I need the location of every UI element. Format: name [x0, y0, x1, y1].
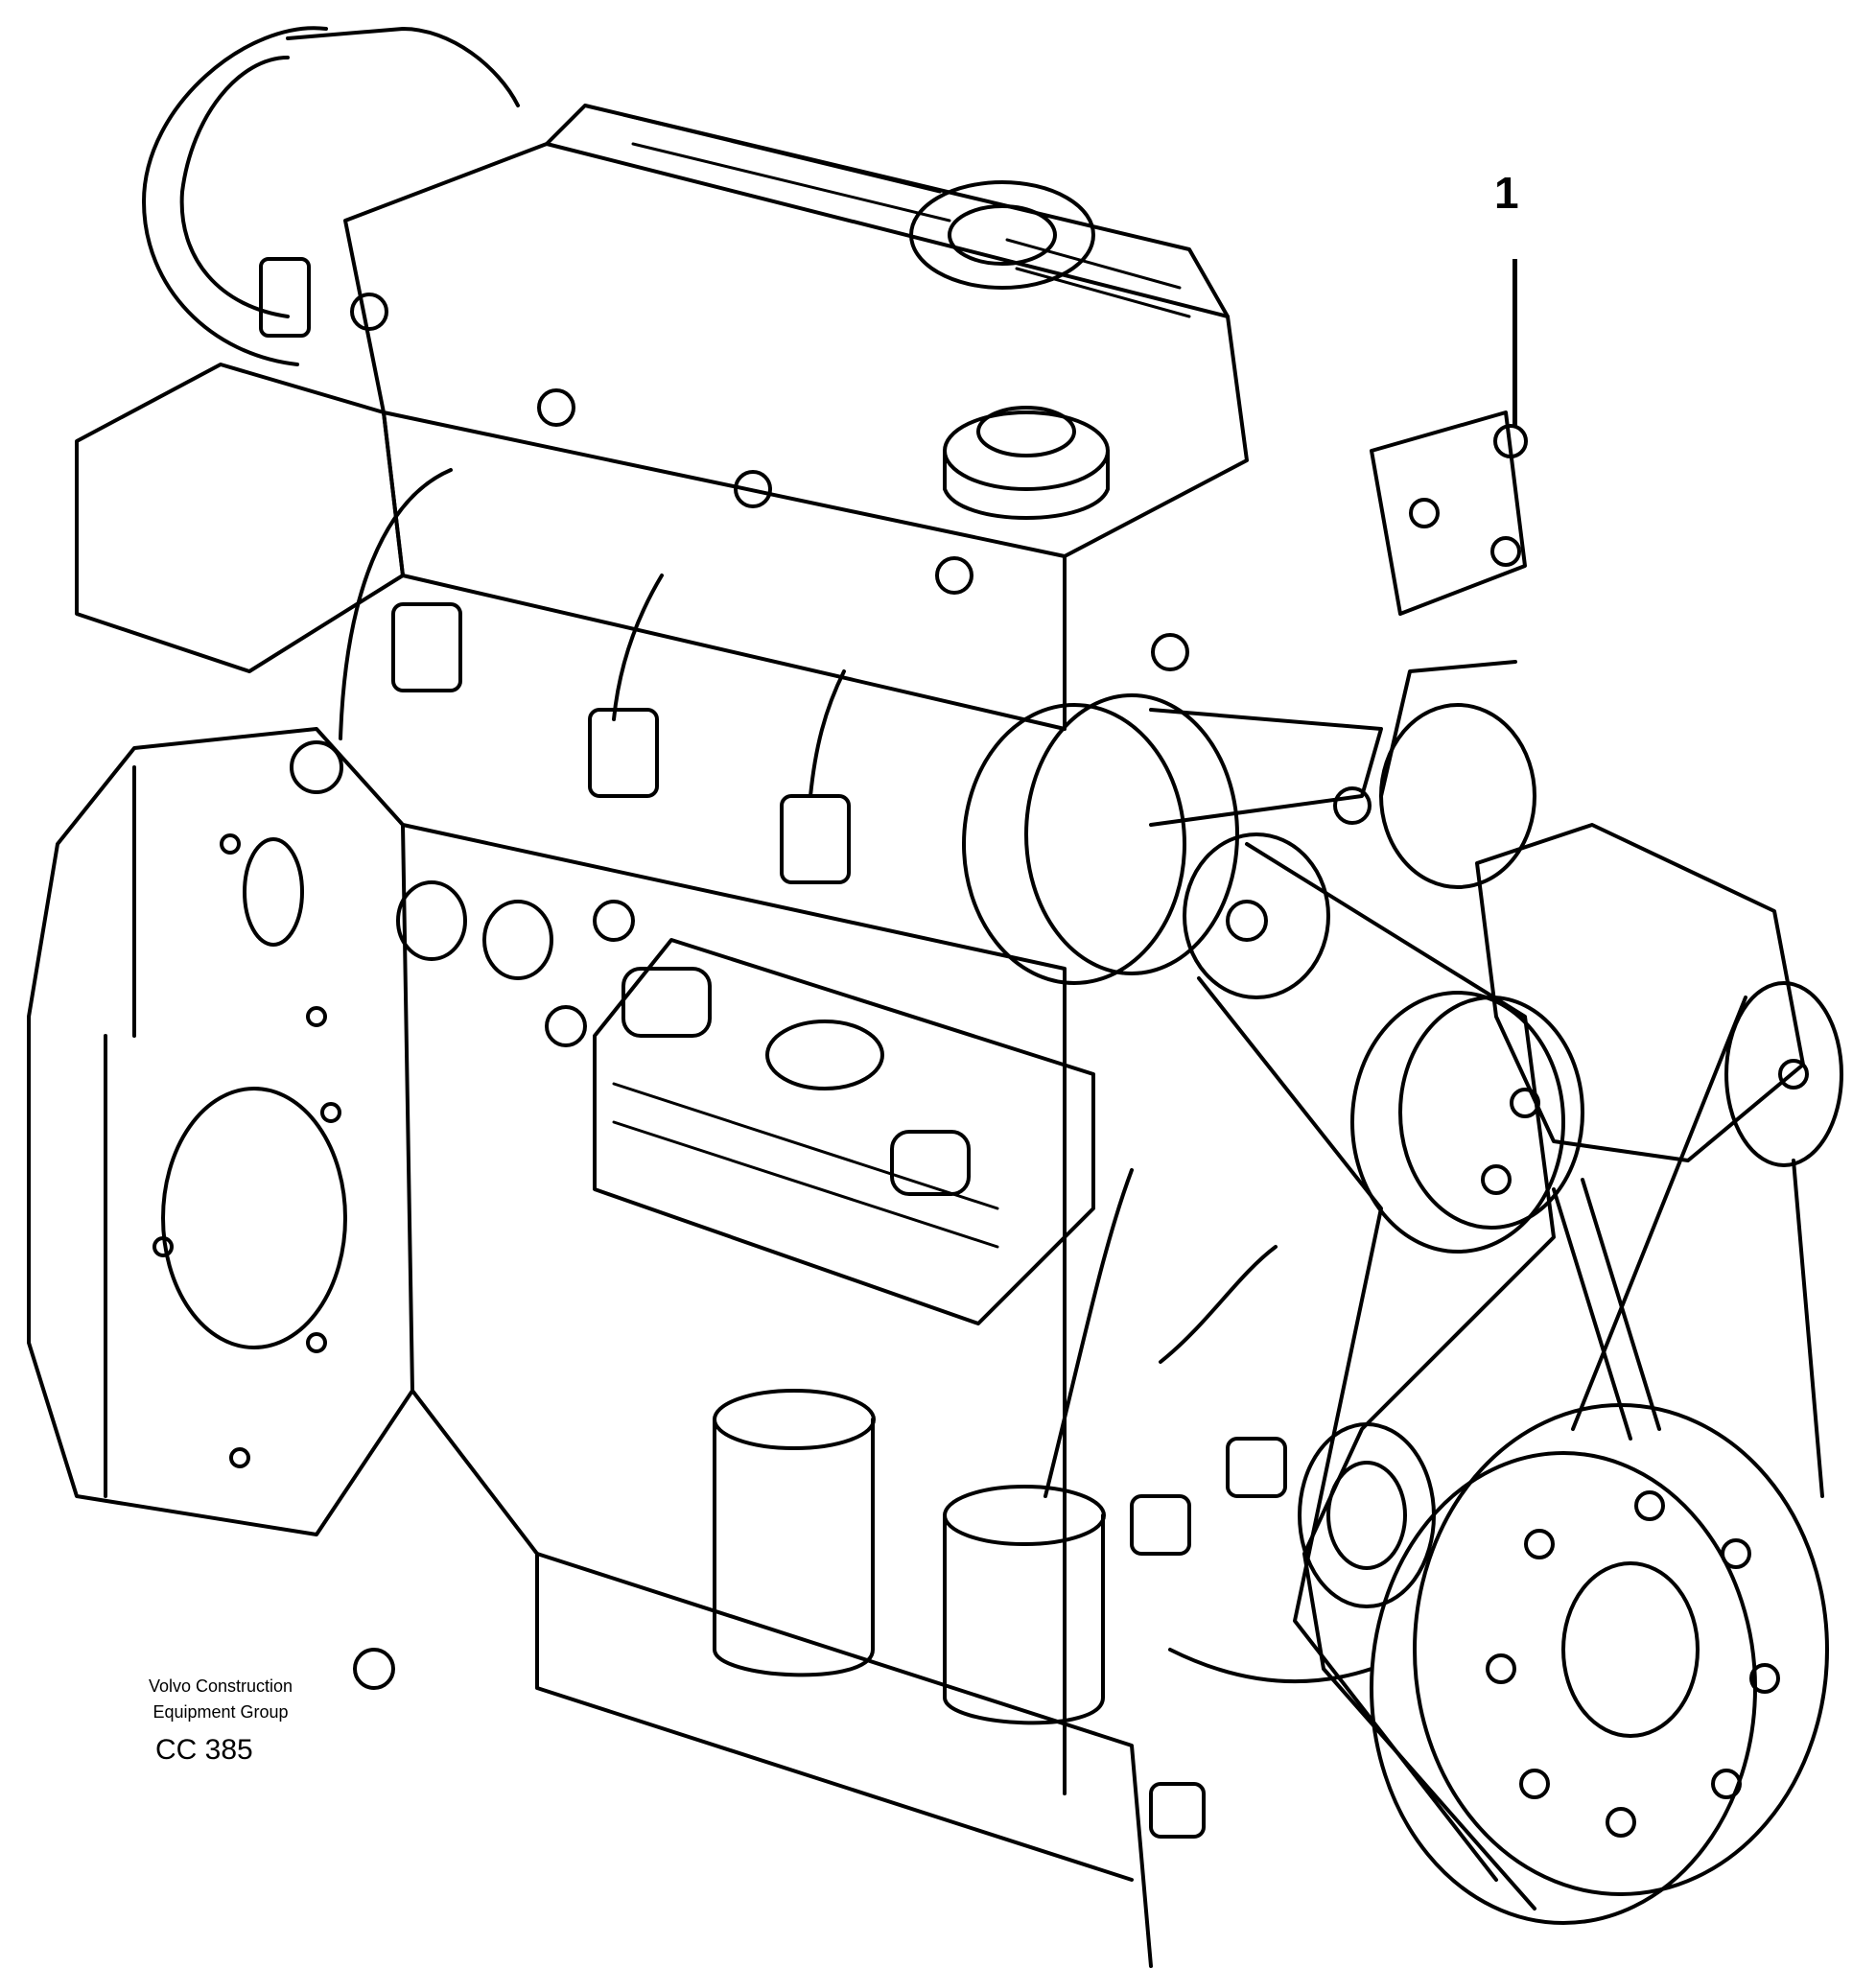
figure-code: CC 385 — [155, 1734, 253, 1766]
timing-end-cover — [1370, 410, 1528, 616]
ac-compressor — [1475, 823, 1843, 1167]
belt-tensioner — [1298, 1422, 1436, 1608]
crankshaft-pulley — [1370, 1403, 1829, 1925]
injectors — [290, 468, 851, 884]
credit-block: Volvo Construction Equipment Group — [115, 1674, 326, 1725]
oil-filter — [1379, 660, 1536, 889]
oil-filler-cap — [943, 406, 1110, 520]
alternator — [962, 693, 1383, 999]
callout-1-leader — [1513, 259, 1517, 428]
water-pump-pulley — [1350, 991, 1584, 1254]
injection-pump — [593, 938, 1095, 1325]
coolant-hose — [142, 26, 520, 366]
cover-bolts — [350, 293, 1189, 671]
engine-block — [396, 823, 1153, 1968]
fuel-pipes — [1044, 1168, 1373, 1839]
rocker-cover — [343, 104, 1249, 731]
flywheel-housing — [27, 363, 414, 1690]
callout-1-label: 1 — [1494, 168, 1519, 218]
fuel-filters — [713, 1389, 1106, 1725]
credit-line-1: Volvo Construction — [148, 1676, 293, 1696]
credit-line-2: Equipment Group — [152, 1702, 289, 1722]
drive-belts — [1197, 842, 1824, 1910]
